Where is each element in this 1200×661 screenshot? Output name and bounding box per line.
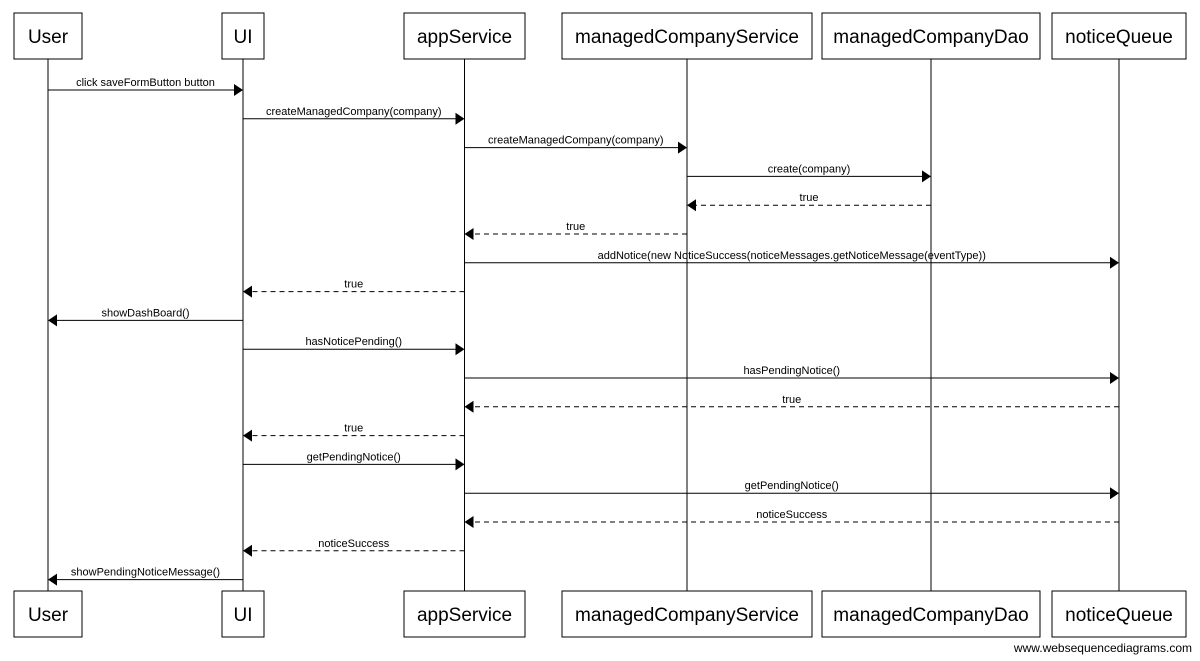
message: showPendingNoticeMessage() (48, 567, 243, 586)
message-label: click saveFormButton button (76, 77, 215, 89)
participant-label: managedCompanyService (575, 605, 799, 626)
message: noticeSuccess (243, 538, 465, 557)
message: getPendingNotice() (243, 451, 465, 471)
message-label: showDashBoard() (101, 307, 189, 319)
message-label: true (782, 394, 801, 406)
participant-box-rect (1051, 12, 1187, 60)
message-label: true (344, 279, 363, 291)
message: true (243, 423, 465, 442)
participant-box-rect (403, 590, 526, 638)
arrowhead-icon (243, 544, 252, 557)
arrowhead-icon (1110, 256, 1119, 269)
message: true (464, 221, 687, 240)
message-label: true (344, 423, 363, 435)
participant-box-rect (221, 590, 265, 638)
participant-label: managedCompanyDao (833, 605, 1028, 626)
participant-label: User (28, 605, 69, 626)
participant-user-top: User (13, 12, 83, 60)
participant-label: managedCompanyDao (833, 27, 1028, 48)
participant-label: UI (234, 27, 253, 48)
message: create(company) (687, 163, 931, 183)
arrowhead-icon (464, 516, 474, 528)
participant-label: appService (417, 605, 512, 626)
arrowhead-icon (48, 573, 57, 586)
participant-box-rect (1051, 590, 1187, 638)
arrowhead-icon (464, 228, 474, 240)
arrowhead-icon (922, 170, 931, 183)
arrowhead-icon (687, 199, 696, 212)
message-label: true (566, 221, 585, 233)
message-label: createManagedCompany(company) (488, 135, 663, 147)
participant-label: UI (234, 605, 253, 626)
participant-ui-top: UI (221, 12, 265, 60)
arrowhead-icon (243, 285, 252, 298)
watermark: www.websequencediagrams.com (1013, 641, 1192, 655)
participant-box-rect (561, 590, 813, 638)
message-label: noticeSuccess (318, 538, 389, 550)
message-label: getPendingNotice() (745, 480, 839, 492)
participant-label: noticeQueue (1065, 605, 1173, 626)
message: true (243, 279, 465, 298)
participant-box-rect (561, 12, 813, 60)
arrowhead-icon (243, 429, 252, 442)
arrowhead-icon (678, 141, 687, 154)
participant-box-rect (13, 12, 83, 60)
arrowhead-icon (234, 84, 243, 96)
message: click saveFormButton button (48, 77, 243, 96)
participant-managedCompanyDao-bottom: managedCompanyDao (821, 590, 1041, 638)
message: getPendingNotice() (464, 480, 1119, 500)
message-label: getPendingNotice() (307, 451, 401, 463)
message-label: true (800, 192, 819, 204)
participant-appService-top: appService (403, 12, 526, 60)
participant-box-rect (13, 590, 83, 638)
arrowhead-icon (1110, 487, 1119, 500)
arrowhead-icon (1110, 372, 1119, 384)
participant-label: User (28, 27, 69, 48)
message: createManagedCompany(company) (243, 106, 465, 125)
message-label: noticeSuccess (756, 509, 827, 521)
message: addNotice(new NoticeSuccess(noticeMessag… (464, 250, 1119, 269)
message: createManagedCompany(company) (464, 135, 687, 154)
messages: click saveFormButton button createManaged… (48, 77, 1119, 586)
participant-managedCompanyService-bottom: managedCompanyService (561, 590, 813, 638)
message-label: createManagedCompany(company) (266, 106, 441, 118)
arrowhead-icon (455, 458, 465, 471)
participant-label: managedCompanyService (575, 27, 799, 48)
message: hasNoticePending() (243, 336, 465, 356)
participant-managedCompanyService-top: managedCompanyService (561, 12, 813, 60)
message-label: hasNoticePending() (305, 336, 402, 348)
message-label: addNotice(new NoticeSuccess(noticeMessag… (598, 250, 986, 262)
message: showDashBoard() (48, 307, 243, 327)
message: hasPendingNotice() (464, 365, 1119, 384)
message: true (464, 394, 1119, 413)
participant-box-rect (403, 12, 526, 60)
participant-box-rect (821, 590, 1041, 638)
message-label: create(company) (768, 163, 851, 175)
participant-noticeQueue-top: noticeQueue (1051, 12, 1187, 60)
arrowhead-icon (455, 112, 465, 125)
message: noticeSuccess (464, 509, 1119, 528)
message-label: hasPendingNotice() (743, 365, 840, 377)
message-label: showPendingNoticeMessage() (71, 567, 220, 579)
participant-boxes-bottom: User UI appService managedCompanyService man… (13, 590, 1187, 638)
message: true (687, 192, 931, 212)
participant-boxes-top: User UI appService managedCompanyService man… (13, 12, 1187, 60)
participant-label: noticeQueue (1065, 27, 1173, 48)
participant-managedCompanyDao-top: managedCompanyDao (821, 12, 1041, 60)
participant-ui-bottom: UI (221, 590, 265, 638)
arrowhead-icon (455, 343, 465, 356)
participant-label: appService (417, 27, 512, 48)
participant-appService-bottom: appService (403, 590, 526, 638)
arrowhead-icon (48, 314, 57, 327)
participant-user-bottom: User (13, 590, 83, 638)
participant-box-rect (821, 12, 1041, 60)
participant-noticeQueue-bottom: noticeQueue (1051, 590, 1187, 638)
arrowhead-icon (464, 400, 474, 413)
participant-box-rect (221, 12, 265, 60)
